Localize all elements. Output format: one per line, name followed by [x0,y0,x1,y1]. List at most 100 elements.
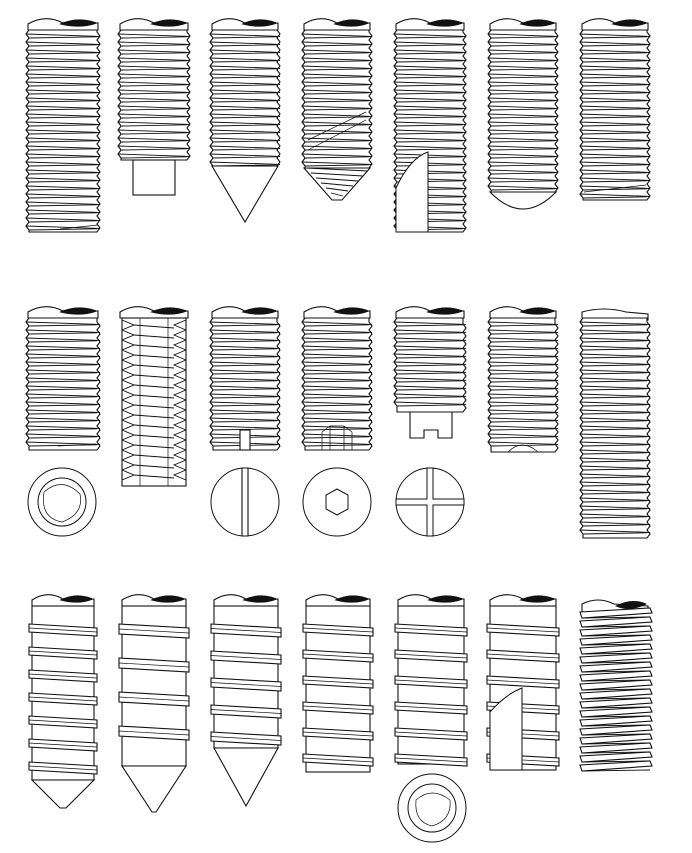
thread-ridges [394,623,468,767]
thread-body [25,317,101,451]
chamfered-end-set-screw [579,18,651,201]
shank-cut-shadow [150,595,187,603]
thread-crests [25,321,101,447]
cup-end-rim [415,792,451,827]
shank-cut-shadow [58,307,99,315]
slot-line [241,467,249,537]
thread-crests [393,33,467,231]
cut-thread-tapered-end-screw [301,18,373,201]
dog-point-set-screw [117,18,191,196]
shank-cut-shadow [611,19,649,27]
shank-cut-shadow [333,19,371,27]
thread-crests [487,33,559,191]
cup-edge [57,443,97,447]
ridge-center-lines [118,628,190,736]
cone-point [211,165,279,224]
hex-socket-set-screw [301,306,373,537]
helical-coil-insert [579,599,653,772]
self-cutting-slotted-screw [393,18,467,233]
thread-crests [25,33,101,231]
cup-point-inner-ring [37,477,87,527]
slot-notch [239,429,251,451]
ridge-center-lines [486,627,560,763]
shank-cut-shadow [241,307,279,315]
thread-ridges [302,623,374,767]
thread-body [209,317,281,451]
long-threaded-rod [579,308,651,539]
ridge-center-lines [302,627,374,763]
cut-marks [307,111,367,151]
ridge-center-lines [210,628,282,741]
double-ended-threaded-stud [119,306,189,487]
coil-back-turns [581,616,651,772]
cup-point-set-screw [25,306,101,537]
flat-end-edge [59,224,99,230]
rod-cut-face [581,308,649,321]
oval-point-set-screw [487,18,559,210]
shank-cut-shadow [426,307,465,315]
cross-slotted-set-screw [393,306,467,537]
coil-turns [579,607,653,772]
shank-cut-shadow [241,19,279,27]
stud-threads [121,319,187,481]
shank-cut-shadow [150,19,189,27]
shank-cut-shadow [150,307,189,315]
thread-body [117,29,191,161]
thread-crests [579,321,651,535]
thread-crests [487,321,559,447]
shank-cut-shadow [426,19,465,27]
cross-recess [395,467,465,537]
small-cup [507,444,539,453]
hex-socket-section [321,425,353,450]
thread-crests [209,33,281,167]
hexagon-socket [325,488,349,516]
thread-body [301,317,373,451]
dog-point [132,159,176,196]
thread-crests [393,321,467,407]
long-cone-tip [213,747,279,808]
ridge-center-lines [28,627,98,771]
coil-end-shadow [615,601,647,609]
shank-cut-shadow [59,595,95,603]
row-1 [25,18,651,233]
cone-point-set-screw [209,18,281,224]
cone-tip [120,765,188,813]
plain-end-set-screw [25,18,101,233]
shank-cut-shadow [333,307,371,315]
chamfer-edge [583,184,647,193]
stud-body [121,317,187,487]
coarse-thread-cutting-flute-screw [486,594,560,771]
oval-point [488,191,558,210]
shank-cut-shadow [427,595,465,603]
shank-cut-shadow [242,595,279,603]
thread-crests [117,33,191,159]
slotted-set-screw [209,306,281,537]
cutting-flute [489,687,523,771]
tapered-tip-threads [304,167,370,197]
cutting-flute [395,151,429,233]
row-3 [28,594,653,843]
cup-point-rim [43,484,81,523]
shank-cut-shadow [519,595,557,603]
cup-end-inner-ring [407,783,457,833]
coarse-thread-short-cone-screw [28,594,98,809]
short-cone-tip [30,779,96,809]
coarse-thread-cone-screw [210,594,282,808]
thread-crests [301,321,373,447]
knurled-cup-set-screw [487,306,559,453]
row-2 [25,306,651,539]
thread-ridges [118,623,190,741]
shank-cut-shadow [519,19,557,27]
ridge-center-lines [394,627,468,763]
coarse-thread-flat-end-screw [302,594,374,773]
coarse-thread-cup-end-screw [394,594,468,843]
cross-slot-tip [409,411,453,439]
shank-cut-shadow [519,307,557,315]
shank-cut-shadow [334,595,371,603]
shank-cut-shadow [58,19,99,27]
thread-crests [579,33,651,199]
thread-crests [301,33,373,167]
wide-thread-cone-screw [118,594,190,813]
